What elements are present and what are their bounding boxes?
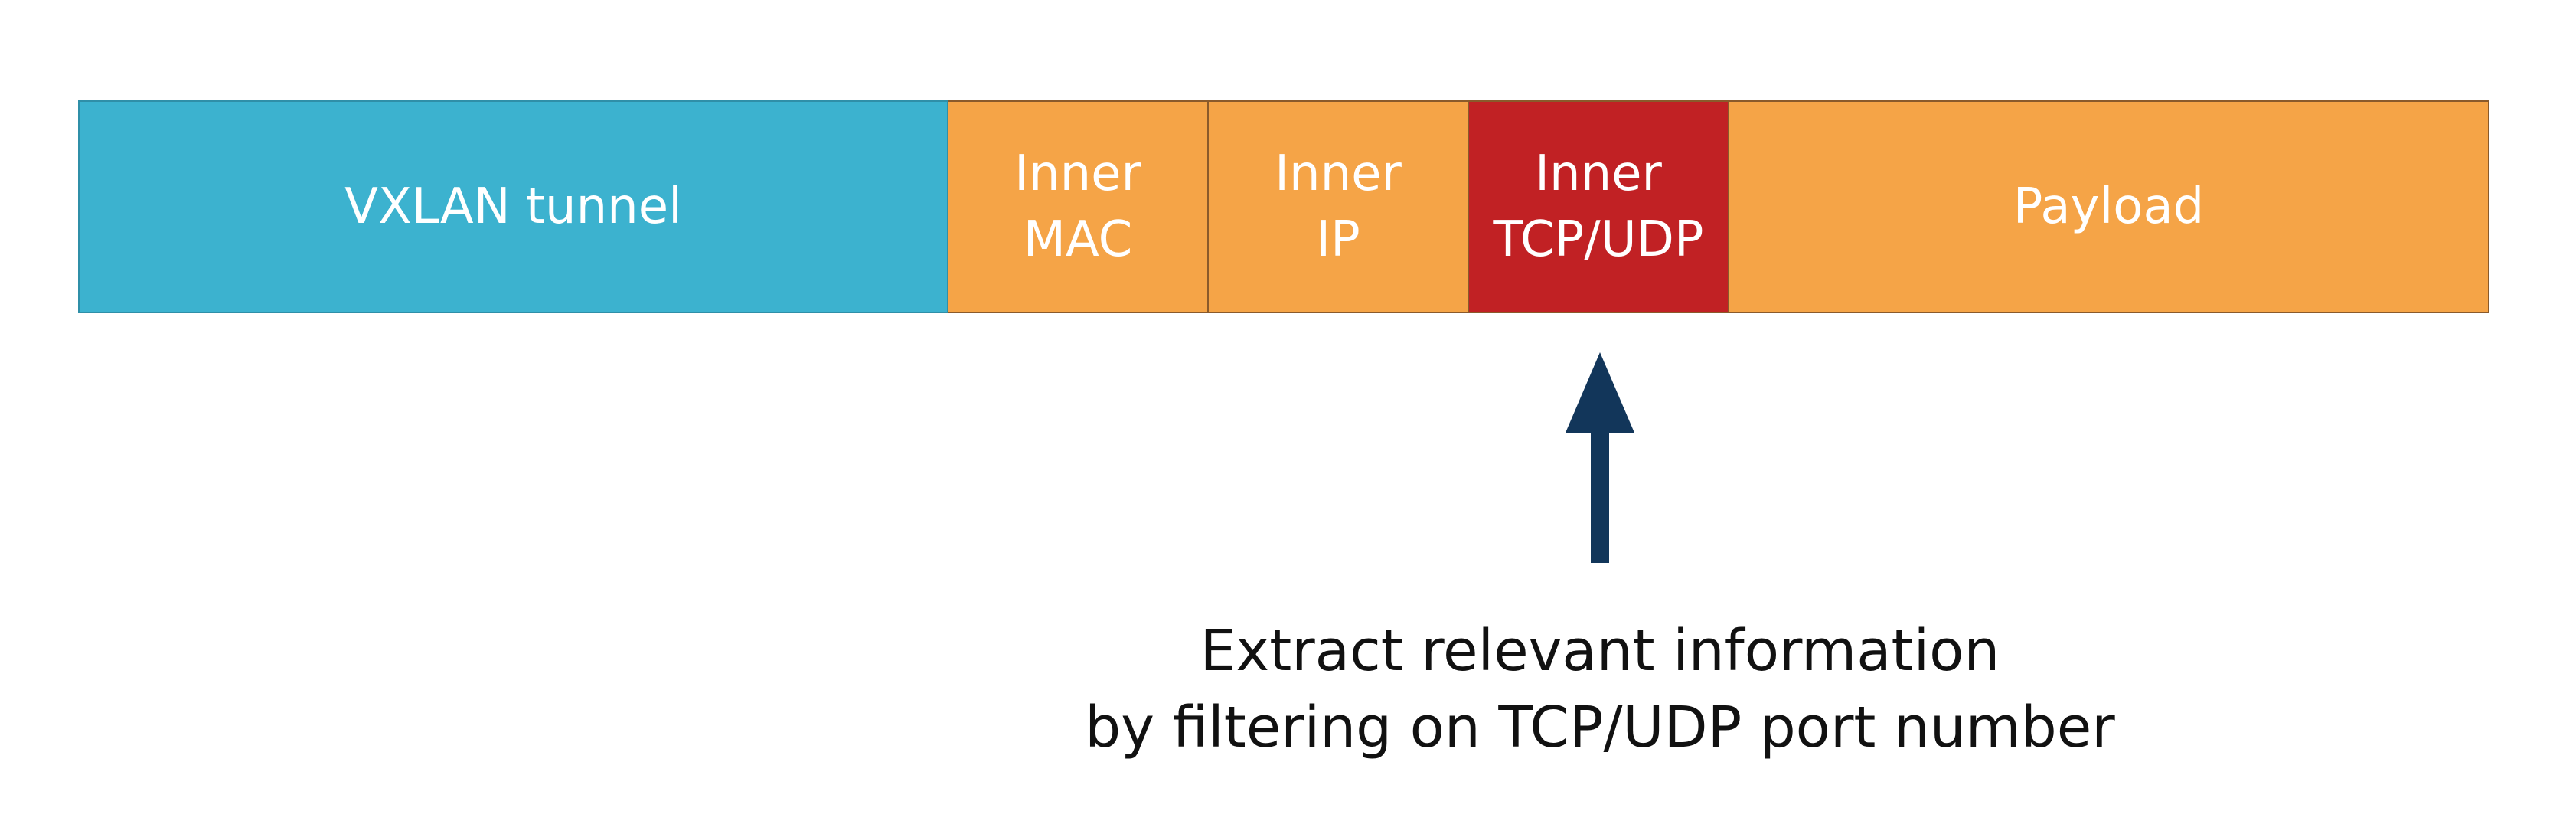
caption-line-1: Extract relevant information bbox=[1200, 618, 2000, 684]
filter-caption: Extract relevant information by filterin… bbox=[988, 613, 2212, 766]
caption-line-2: by filtering on TCP/UDP port number bbox=[1085, 695, 2115, 760]
payload-segment: Payload bbox=[1729, 100, 2489, 313]
inner-tcp-udp-label-line2: TCP/UDP bbox=[1493, 211, 1704, 268]
inner-ip-segment: Inner IP bbox=[1209, 100, 1469, 313]
inner-mac-segment: Inner MAC bbox=[948, 100, 1209, 313]
vxlan-tunnel-label: VXLAN tunnel bbox=[344, 178, 682, 235]
arrow-shaft bbox=[1591, 425, 1609, 563]
arrow-head bbox=[1566, 352, 1634, 433]
inner-tcp-udp-label-line1: Inner bbox=[1535, 146, 1662, 202]
up-arrow-icon bbox=[1566, 352, 1634, 563]
inner-tcp-udp-segment: Inner TCP/UDP bbox=[1469, 100, 1729, 313]
inner-ip-label-line2: IP bbox=[1316, 211, 1360, 268]
packet-header-bar: VXLAN tunnel Inner MAC Inner IP Inner TC… bbox=[78, 100, 2489, 313]
payload-label: Payload bbox=[2013, 178, 2205, 235]
inner-mac-label-line1: Inner bbox=[1014, 146, 1141, 202]
inner-mac-label-line2: MAC bbox=[1023, 211, 1133, 268]
inner-ip-label-line1: Inner bbox=[1275, 146, 1402, 202]
vxlan-tunnel-segment: VXLAN tunnel bbox=[78, 100, 948, 313]
